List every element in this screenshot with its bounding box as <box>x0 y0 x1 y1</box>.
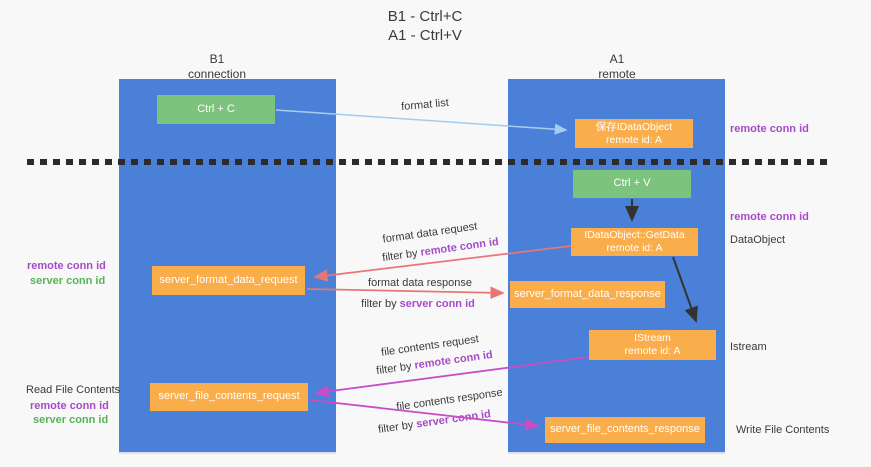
edge-label-format-request-filter-prefix: filter by <box>381 246 422 265</box>
edge-label-file-request-filter-prefix: filter by <box>375 359 416 378</box>
node-server-file-contents-request-label: server_file_contents_request <box>158 390 300 403</box>
node-istream-line1: IStream <box>634 332 671 345</box>
node-saved-idataobject-line1: 保存IDataObject <box>595 120 673 133</box>
edge-label-format-data-response: format data response <box>368 277 472 289</box>
left-lane-header-line1: B1 <box>209 52 225 66</box>
node-saved-idataobject-line2: remote id: A <box>605 133 663 146</box>
label-server-conn-id-left: server conn id <box>30 275 106 287</box>
node-istream: IStream remote id: A <box>589 330 716 360</box>
left-lane-header: B1 connection <box>147 52 287 82</box>
node-idataobject-getdata-line1: IDataObject::GetData <box>584 229 685 242</box>
label-remote-conn-id-mid-right: remote conn id <box>730 211 809 223</box>
node-idataobject-getdata-line2: remote id: A <box>606 242 663 254</box>
left-lane-header-line2: connection <box>187 67 247 81</box>
node-server-format-data-request-label: server_format_data_request <box>159 273 298 286</box>
node-server-file-contents-response: server_file_contents_response <box>545 417 705 443</box>
label-write-file-contents: Write File Contents <box>736 424 830 436</box>
label-remote-conn-id-left-bottom: remote conn id <box>30 400 109 412</box>
arrow-format-data-response <box>306 286 505 300</box>
edge-label-format-response-filter-value: server conn id <box>399 298 475 310</box>
label-dataobject: DataObject <box>730 234 786 246</box>
label-remote-conn-id-left: remote conn id <box>27 260 106 272</box>
edge-label-file-response-filter-prefix: filter by <box>377 418 418 436</box>
dashed-separator-line <box>27 159 833 165</box>
label-server-conn-id-left-bottom: server conn id <box>33 414 109 426</box>
node-server-format-data-request: server_format_data_request <box>152 266 305 295</box>
right-lane-header: A1 remote <box>547 52 687 82</box>
node-server-file-contents-response-label: server_file_contents_response <box>550 423 700 436</box>
label-remote-conn-id-top-right: remote conn id <box>730 123 809 135</box>
right-lane-header-line2: remote <box>598 67 636 81</box>
label-istream: Istream <box>730 341 767 353</box>
edge-label-format-response-filter-prefix: filter by <box>361 298 400 310</box>
edge-label-format-request-filter-value: remote conn id <box>419 235 500 259</box>
diagram-title-line2: A1 - Ctrl+V <box>388 27 462 44</box>
node-server-format-data-response-label: server_format_data_response <box>514 287 661 300</box>
node-saved-idataobject: 保存IDataObject remote id: A <box>575 119 693 148</box>
node-ctrl-c-label: Ctrl + C <box>197 102 235 115</box>
node-idataobject-getdata: IDataObject::GetData remote id: A <box>571 228 698 256</box>
node-ctrl-c: Ctrl + C <box>157 95 275 124</box>
node-ctrl-v-label: Ctrl + V <box>613 177 651 190</box>
label-read-file-contents: Read File Contents <box>26 384 121 396</box>
node-server-file-contents-request: server_file_contents_request <box>150 383 308 411</box>
node-server-format-data-response: server_format_data_response <box>510 281 665 308</box>
edge-label-format-list: format list <box>400 96 450 114</box>
node-istream-line2: remote id: A <box>624 345 681 357</box>
node-ctrl-v: Ctrl + V <box>573 170 691 198</box>
right-lane-header-line1: A1 <box>609 52 625 66</box>
diagram-title-line1: B1 - Ctrl+C <box>387 8 463 25</box>
edge-label-file-response-filter-value: server conn id <box>415 408 492 431</box>
edge-label-format-response-filter: filter by server conn id <box>338 298 498 310</box>
